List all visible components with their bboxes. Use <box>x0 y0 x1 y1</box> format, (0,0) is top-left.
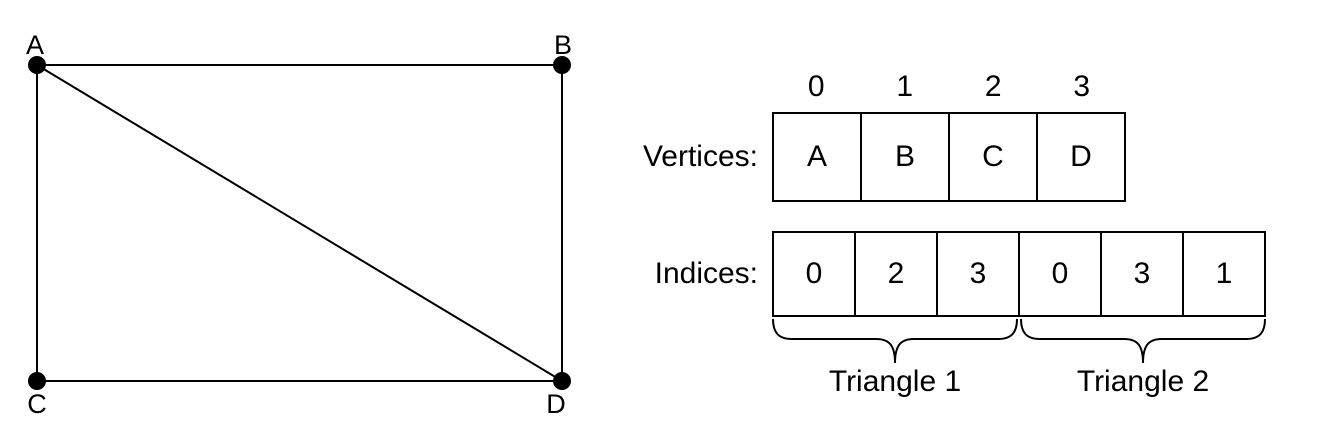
vertex-label-c: C <box>27 389 47 419</box>
vertex-label-d: D <box>546 389 566 419</box>
index-cell: 0 <box>772 231 856 317</box>
brace-triangle-1 <box>772 318 1018 364</box>
vertex-label-a: A <box>26 30 44 60</box>
vertex-index-header: 2 <box>984 70 1002 103</box>
vertex-cell: A <box>772 112 862 202</box>
vertex-index-header: 3 <box>1073 70 1091 103</box>
vertex-label-b: B <box>554 30 572 60</box>
brace-triangle-2 <box>1020 318 1266 364</box>
index-cell: 3 <box>1100 231 1184 317</box>
mesh-diagram: A B C D <box>26 30 572 419</box>
triangle-2-label: Triangle 2 <box>1076 365 1210 398</box>
vertex-dot-c <box>28 372 46 390</box>
vertex-dot-a <box>28 56 46 74</box>
group-braces <box>772 318 1266 364</box>
indices-row-label: Indices: <box>654 257 758 290</box>
vertex-index-header: 0 <box>807 70 825 103</box>
index-cell: 0 <box>1018 231 1102 317</box>
edge-ad-diagonal <box>36 64 563 382</box>
vertex-dot-b <box>553 56 571 74</box>
index-cell: 1 <box>1182 231 1266 317</box>
index-cell: 3 <box>936 231 1020 317</box>
vertex-cell: D <box>1036 112 1126 202</box>
vertex-dot-d <box>553 372 571 390</box>
vertex-cell: B <box>860 112 950 202</box>
vertex-index-header-row: 0 1 2 3 <box>772 72 1126 102</box>
vertices-array: A B C D <box>772 112 1126 202</box>
vertex-cell: C <box>948 112 1038 202</box>
triangle-1-label: Triangle 1 <box>828 365 962 398</box>
index-cell: 2 <box>854 231 938 317</box>
indices-array: 0 2 3 0 3 1 <box>772 231 1266 317</box>
vertices-row-label: Vertices: <box>642 140 758 173</box>
vertex-index-header: 1 <box>896 70 914 103</box>
